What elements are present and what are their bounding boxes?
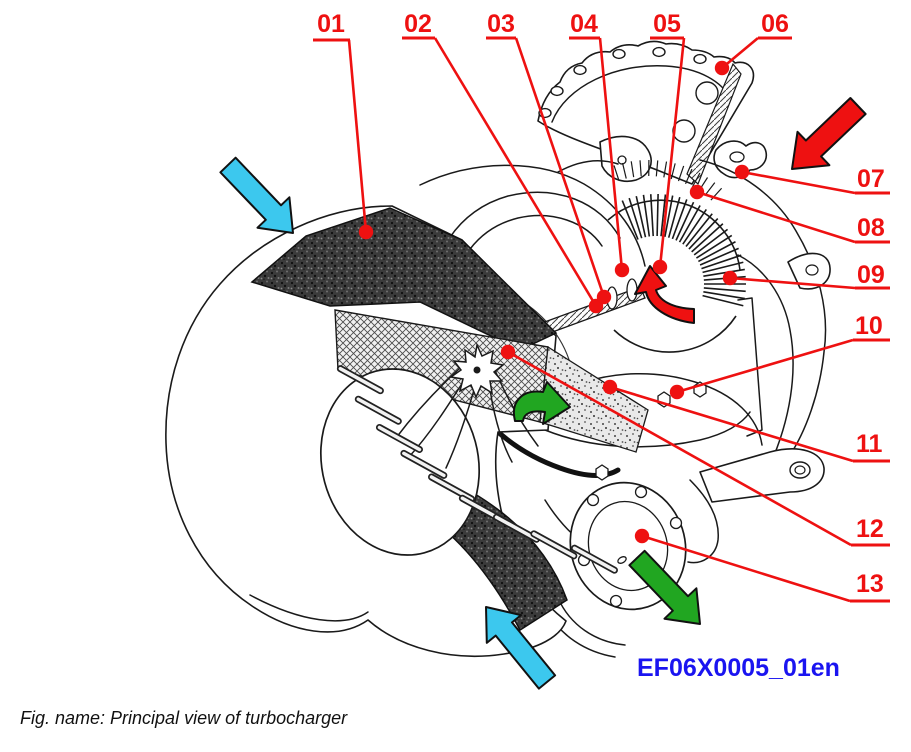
callout-01-dot	[358, 224, 374, 240]
figure-id: EF06X0005_01en	[637, 654, 840, 682]
callout-label-05: 05	[653, 10, 681, 38]
callout-label-09: 09	[857, 261, 885, 289]
callout-04-leader	[598, 37, 624, 271]
support-column	[737, 297, 763, 437]
air-flow-curved-arrow	[512, 381, 571, 425]
turbine-housing-outline	[699, 159, 827, 459]
callout-08-leader	[696, 190, 856, 244]
silencer-bore	[319, 368, 481, 556]
flange-cut-hatch	[686, 62, 742, 186]
callout-leaders	[313, 36, 890, 603]
flange-inner-face	[551, 65, 732, 123]
callout-label-06: 06	[761, 10, 789, 38]
turbine-housing-inner	[737, 254, 794, 466]
callout-04-dot	[614, 262, 630, 278]
callout-06-dot	[714, 60, 730, 76]
callout-label-07: 07	[857, 165, 885, 193]
callout-12-dot	[500, 344, 516, 360]
air-intake-arrow-top	[219, 156, 294, 234]
callout-03-leader	[514, 37, 606, 298]
callout-07-dot	[734, 164, 750, 180]
compressor-scroll-top	[419, 164, 646, 267]
silencer-inner-arc	[249, 594, 369, 622]
exhaust-gas-outlet-arrow	[628, 549, 701, 625]
figure-caption: Fig. name: Principal view of turbocharge…	[20, 708, 348, 728]
callout-13-dot	[634, 528, 650, 544]
callout-label-12: 12	[856, 515, 884, 543]
callout-10-leader	[676, 338, 854, 394]
callout-05-dot	[652, 259, 668, 275]
callout-01-leader	[347, 39, 368, 233]
callout-label-01: 01	[317, 10, 345, 38]
callout-label-11: 11	[856, 430, 883, 458]
callout-11-dot	[602, 379, 618, 395]
callout-labels: 01 02 03 04 05 06 07 08 09 10 11 12 13	[317, 10, 885, 598]
callout-09-leader	[729, 276, 856, 290]
turbine-blade-ring	[607, 159, 746, 353]
callout-label-02: 02	[404, 10, 432, 38]
linkage-pin	[617, 155, 627, 165]
lug-hole	[805, 264, 819, 276]
air-intake-arrow-bottom	[485, 606, 557, 690]
flange-bolt-holes	[538, 46, 719, 143]
bracket-hole	[729, 151, 745, 163]
callout-label-08: 08	[857, 214, 885, 242]
mounting-foot	[699, 448, 825, 503]
callout-09-dot	[722, 270, 738, 286]
callout-label-04: 04	[570, 10, 598, 38]
silencer-louvers	[336, 365, 618, 574]
callout-06-leader	[721, 37, 759, 69]
exhaust-gas-inlet-arrow	[791, 97, 867, 170]
callout-label-10: 10	[855, 312, 883, 340]
callout-label-03: 03	[487, 10, 515, 38]
foot-hole-inner	[794, 465, 806, 475]
turbocharger-drawing	[165, 40, 831, 658]
flow-arrows	[219, 97, 867, 690]
compressor-wheel	[395, 342, 539, 469]
callout-11-leader	[609, 385, 854, 463]
filter-mat-top	[250, 207, 558, 351]
callout-03-dot	[596, 289, 612, 305]
gas-flow-curved-arrow	[634, 265, 695, 324]
callout-05-leader	[658, 37, 686, 268]
callout-13-leader	[641, 534, 851, 603]
callout-07-leader	[741, 170, 856, 195]
callout-12-leader	[507, 350, 852, 547]
callout-label-13: 13	[856, 570, 884, 598]
callout-10-dot	[669, 384, 685, 400]
callout-08-dot	[689, 184, 705, 200]
callout-02-leader	[433, 37, 598, 307]
